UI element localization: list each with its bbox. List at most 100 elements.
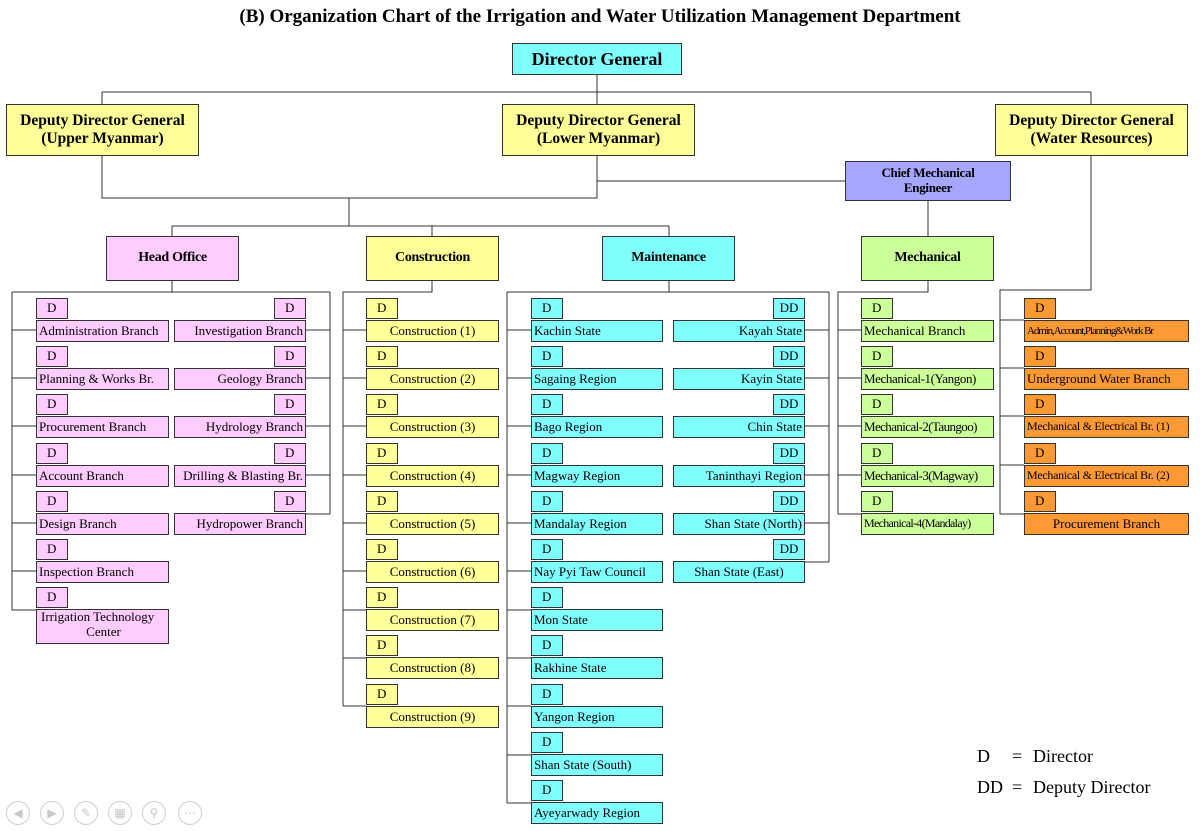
director-tag: D	[366, 394, 398, 415]
director-tag: D	[36, 443, 68, 464]
dept-construction: Construction	[366, 236, 499, 281]
director-tag: D	[861, 346, 893, 367]
deputy-director-tag: DD	[773, 443, 805, 464]
branch-box: Mechanical-4(Mandalay)	[861, 513, 994, 535]
ddg-water-box: Deputy Director General (Water Resources…	[995, 104, 1188, 156]
director-tag: D	[36, 346, 68, 367]
branch-box: Mechanical Branch	[861, 320, 994, 342]
director-tag: D	[274, 346, 306, 367]
director-tag: D	[366, 491, 398, 512]
director-tag: D	[36, 491, 68, 512]
chief-mechanical-line1: Chief Mechanical	[881, 165, 975, 181]
branch-box: Shan State (North)	[673, 513, 805, 535]
branch-box: Procurement Branch	[1024, 513, 1189, 535]
legend-meaning: Director	[1033, 746, 1093, 766]
branch-box: Planning & Works Br.	[36, 368, 169, 390]
director-tag: D	[531, 732, 563, 753]
director-tag: D	[1024, 346, 1056, 367]
director-tag: D	[1024, 298, 1056, 319]
branch-box: Construction (5)	[366, 513, 499, 535]
branch-box: Chin State	[673, 416, 805, 438]
director-tag: D	[274, 443, 306, 464]
branch-box: Mechanical-2(Taungoo)	[861, 416, 994, 438]
director-tag: D	[531, 587, 563, 608]
branch-box: Mechanical-3(Magway)	[861, 465, 994, 487]
branch-box: Construction (4)	[366, 465, 499, 487]
ddg-water-line1: Deputy Director General	[1009, 112, 1174, 130]
branch-box: Rakhine State	[531, 657, 663, 679]
director-tag: D	[36, 298, 68, 319]
director-tag: D	[861, 298, 893, 319]
deputy-director-tag: DD	[773, 394, 805, 415]
branch-box: Design Branch	[36, 513, 169, 535]
branch-box: Nay Pyi Taw Council	[531, 561, 663, 583]
deputy-director-tag: DD	[773, 539, 805, 560]
legend-abbr: D	[977, 746, 990, 766]
branch-box: Account Branch	[36, 465, 169, 487]
dept-maintenance: Maintenance	[602, 236, 735, 281]
ddg-upper-box: Deputy Director General (Upper Myanmar)	[6, 104, 199, 156]
branch-box: Construction (7)	[366, 609, 499, 631]
director-tag: D	[366, 539, 398, 560]
chief-mechanical-line2: Engineer	[903, 180, 953, 195]
chief-mechanical-box: Chief Mechanical Engineer	[845, 161, 1011, 201]
ddg-lower-line2: (Lower Myanmar)	[536, 130, 661, 147]
prev-icon[interactable]: ◀	[6, 801, 30, 825]
branch-box: Taninthayi Region	[673, 465, 805, 487]
director-tag: D	[274, 394, 306, 415]
branch-box: Construction (6)	[366, 561, 499, 583]
director-tag: D	[861, 443, 893, 464]
director-tag: D	[531, 298, 563, 319]
branch-box: Construction (2)	[366, 368, 499, 390]
branch-box: Kayah State	[673, 320, 805, 342]
branch-box: Kachin State	[531, 320, 663, 342]
branch-box: Construction (1)	[366, 320, 499, 342]
branch-box: Inspection Branch	[36, 561, 169, 583]
zoom-icon[interactable]: ⚲	[142, 801, 166, 825]
branch-box: Mechanical-1(Yangon)	[861, 368, 994, 390]
branch-line1: Irrigation Technology	[41, 609, 155, 624]
ddg-water-line2: (Water Resources)	[1030, 130, 1153, 147]
director-tag: D	[861, 394, 893, 415]
branch-box: Ayeyarwady Region	[531, 802, 663, 824]
branch-box: Shan State (South)	[531, 754, 663, 776]
director-tag: D	[531, 539, 563, 560]
slides-icon[interactable]: ▦	[108, 801, 132, 825]
director-tag: D	[1024, 443, 1056, 464]
director-tag: D	[531, 394, 563, 415]
dept-head-office: Head Office	[106, 236, 239, 281]
branch-box: Shan State (East)	[673, 561, 805, 583]
branch-box: Magway Region	[531, 465, 663, 487]
branch-box: Hydrology Branch	[174, 416, 306, 438]
ddg-upper-line1: Deputy Director General	[20, 112, 185, 130]
director-tag: D	[531, 684, 563, 705]
director-tag: D	[36, 587, 68, 608]
legend-equals: =	[1012, 777, 1023, 797]
director-tag: D	[366, 587, 398, 608]
director-tag: D	[861, 491, 893, 512]
director-tag: D	[531, 346, 563, 367]
director-tag: D	[366, 346, 398, 367]
director-tag: D	[274, 298, 306, 319]
chart-title: (B) Organization Chart of the Irrigation…	[239, 6, 961, 27]
branch-box: Mandalay Region	[531, 513, 663, 535]
branch-box: Investigation Branch	[174, 320, 306, 342]
deputy-director-tag: DD	[773, 298, 805, 319]
next-icon[interactable]: ▶	[40, 801, 64, 825]
legend-abbr: DD	[977, 777, 1003, 797]
branch-box: Mechanical & Electrical Br. (2)	[1024, 465, 1189, 487]
branch-box: Construction (9)	[366, 706, 499, 728]
branch-box: Administration Branch	[36, 320, 169, 342]
director-tag: D	[531, 443, 563, 464]
branch-box: Mon State	[531, 609, 663, 631]
director-tag: D	[36, 539, 68, 560]
more-icon[interactable]: ⋯	[178, 801, 202, 825]
pen-icon[interactable]: ✎	[74, 801, 98, 825]
director-tag: D	[531, 635, 563, 656]
legend-equals: =	[1012, 746, 1023, 766]
dept-mechanical: Mechanical	[861, 236, 994, 281]
director-tag: D	[366, 684, 398, 705]
branch-box: Mechanical & Electrical Br. (1)	[1024, 416, 1189, 438]
ddg-lower-line1: Deputy Director General	[516, 112, 681, 130]
branch-box: Construction (8)	[366, 657, 499, 679]
